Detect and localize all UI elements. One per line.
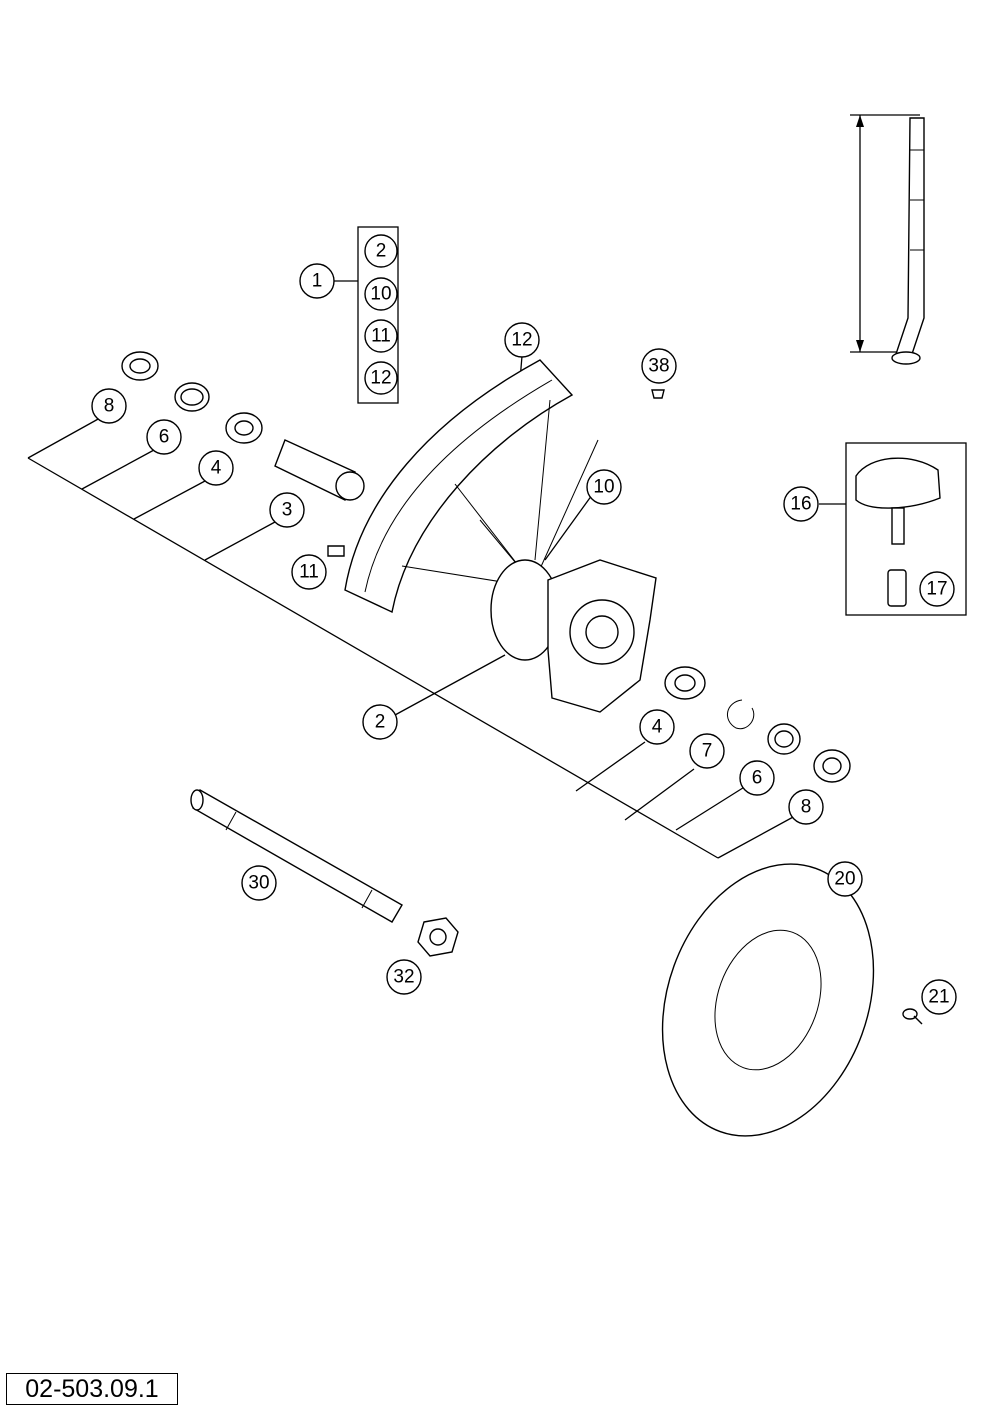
svg-text:11: 11 xyxy=(299,562,319,583)
callout-21-screw: 21 xyxy=(921,979,957,1015)
callout-1-member-11: 11 xyxy=(364,319,398,353)
svg-text:10: 10 xyxy=(593,477,614,498)
spacer-tube xyxy=(274,439,365,501)
brake-disc-part xyxy=(661,863,875,1137)
callout-11-nipple: 11 xyxy=(291,554,327,590)
callout-7-circlip: 7 xyxy=(689,733,725,769)
svg-text:12: 12 xyxy=(511,330,532,351)
svg-text:30: 30 xyxy=(248,873,269,894)
circlip-part xyxy=(727,699,755,730)
svg-text:10: 10 xyxy=(370,284,391,305)
svg-text:17: 17 xyxy=(926,579,947,600)
callout-4-left: 4 xyxy=(198,450,234,486)
svg-text:4: 4 xyxy=(211,458,222,479)
callout-10-spokes: 10 xyxy=(586,469,622,505)
callout-30-axle: 30 xyxy=(241,865,277,901)
callout-3-spacer: 3 xyxy=(269,492,305,528)
svg-text:32: 32 xyxy=(393,967,414,988)
nipple-small-left xyxy=(327,545,345,557)
callout-2-hub: 2 xyxy=(362,704,398,740)
callout-20-disc: 20 xyxy=(827,861,863,897)
callout-12-rim: 12 xyxy=(504,322,540,358)
axle-part xyxy=(190,788,403,923)
hub-part xyxy=(490,559,657,713)
callout-1-member-12: 12 xyxy=(364,361,398,395)
svg-text:3: 3 xyxy=(282,500,293,521)
callout-8-right: 8 xyxy=(788,789,824,825)
svg-text:12: 12 xyxy=(370,368,391,389)
callout-1: 1 xyxy=(299,263,335,299)
callout-4-right: 4 xyxy=(639,709,675,745)
spacer-ring-left xyxy=(174,382,210,412)
svg-text:2: 2 xyxy=(376,241,387,262)
diagram-reference-code: 02-503.09.1 xyxy=(6,1373,178,1405)
svg-text:8: 8 xyxy=(801,797,812,818)
rim-part xyxy=(344,359,574,614)
leader-lines xyxy=(27,114,967,859)
svg-text:6: 6 xyxy=(159,427,170,448)
svg-text:4: 4 xyxy=(652,717,663,738)
callout-16-valve: 16 xyxy=(783,486,819,522)
callout-6-left: 6 xyxy=(146,419,182,455)
callout-38-nipple: 38 xyxy=(641,348,677,384)
svg-text:16: 16 xyxy=(790,494,811,515)
callout-32-nut: 32 xyxy=(386,959,422,995)
bearing-left xyxy=(225,412,263,444)
spacer-ring-right xyxy=(767,723,801,755)
axle-nut-part xyxy=(417,917,459,957)
nipple-part xyxy=(651,389,665,399)
spoke-part xyxy=(891,117,925,365)
bearing-right xyxy=(664,666,706,700)
svg-text:8: 8 xyxy=(104,396,115,417)
callout-1-member-2: 2 xyxy=(364,234,398,268)
svg-text:7: 7 xyxy=(702,741,713,762)
svg-text:6: 6 xyxy=(752,768,763,789)
valve-cap-part xyxy=(887,569,907,607)
seal-ring-left xyxy=(121,351,159,381)
svg-text:11: 11 xyxy=(371,326,391,347)
disc-screw-part xyxy=(902,1008,923,1025)
seal-ring-right xyxy=(813,749,851,783)
svg-text:2: 2 xyxy=(375,712,386,733)
callout-6-right: 6 xyxy=(739,760,775,796)
svg-text:1: 1 xyxy=(312,271,323,292)
callout-17-valve-cap: 17 xyxy=(919,571,955,607)
svg-text:21: 21 xyxy=(928,987,949,1008)
callout-8-left: 8 xyxy=(91,388,127,424)
svg-text:38: 38 xyxy=(648,356,669,377)
svg-text:20: 20 xyxy=(834,869,855,890)
callout-1-member-10: 10 xyxy=(364,277,398,311)
tire-valve-part xyxy=(855,457,941,545)
